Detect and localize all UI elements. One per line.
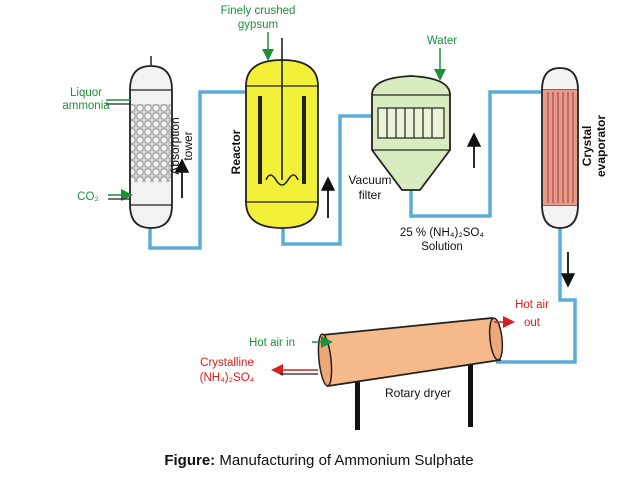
caption-text: Manufacturing of Ammonium Sulphate xyxy=(219,452,474,469)
absorption-label-line2: tower xyxy=(181,131,195,160)
solution-label-line1: 25 % (NH₄)₂SO₄ xyxy=(400,227,484,239)
hot-air-out-label-line1: Hot air xyxy=(515,299,549,311)
liquor-label-line1: Liquor xyxy=(70,87,102,99)
packing-bed xyxy=(131,104,171,182)
water-label: Water xyxy=(427,35,457,47)
caption-prefix: Figure: xyxy=(164,452,216,469)
crystal-evaporator xyxy=(541,67,579,288)
gypsum-label-line2: gypsum xyxy=(238,19,278,31)
pipe-evaporator-to-dryer xyxy=(496,227,577,364)
co2-label: CO₂ xyxy=(77,191,99,203)
solution-label-line2: Solution xyxy=(421,241,463,253)
pipes xyxy=(148,62,577,364)
vacuum-label-line2: filter xyxy=(359,188,382,202)
figure-caption: Figure: Manufacturing of Ammonium Sulpha… xyxy=(0,452,638,469)
absorption-tower xyxy=(106,56,190,229)
hot-air-out-label-line2: out xyxy=(524,317,541,329)
rotary-dryer xyxy=(271,316,515,430)
vacuum-label-line1: Vacuum xyxy=(348,173,391,187)
evaporator-tubes xyxy=(543,90,577,205)
filter-frames xyxy=(377,107,445,139)
crystal-label-line1: Crystal xyxy=(580,126,594,167)
crystal-label-line2: evaporator xyxy=(594,115,608,177)
hot-air-in-label: Hot air in xyxy=(249,337,295,349)
reactor-label: Reactor xyxy=(229,129,243,174)
reactor xyxy=(245,32,336,229)
liquor-label-line2: ammonia xyxy=(62,100,110,112)
vacuum-filter xyxy=(371,48,482,191)
crystalline-label-line1: Crystalline xyxy=(200,357,254,369)
absorption-label-line1: Absorption xyxy=(168,117,182,174)
gypsum-label-line1: Finely crushed xyxy=(221,5,296,17)
rotary-dryer-label: Rotary dryer xyxy=(385,386,451,400)
crystalline-label-line2: (NH₄)₂SO₄ xyxy=(200,372,255,384)
